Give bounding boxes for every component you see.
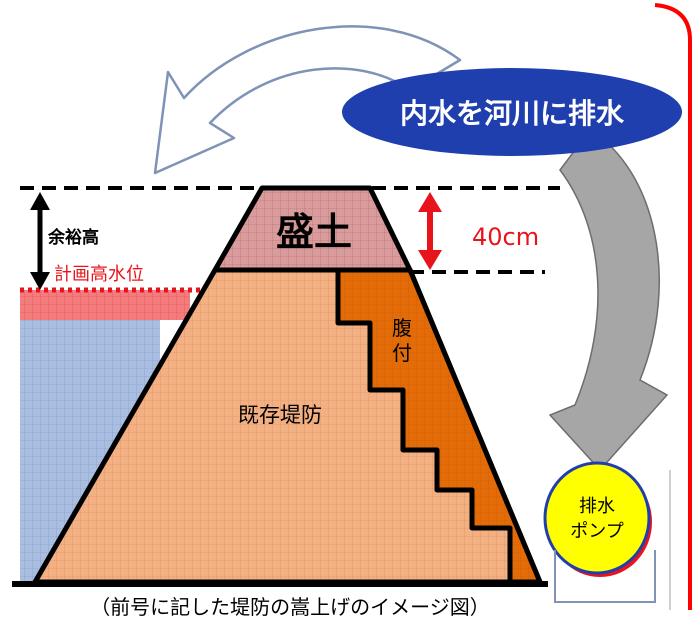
freeboard-label: 余裕高 [47,227,99,248]
freeboard-arrow-head-down [30,272,50,290]
existing-levee-label: 既存堤防 [238,403,322,427]
fill-label: 盛土 [276,210,352,254]
buttress-char-1: 腹 [392,316,412,340]
pump-circle [543,461,651,575]
curved-arrow-right [548,129,669,472]
raise-arrow-head-down [418,250,442,270]
pump-label-line1: 排水 [579,496,615,517]
raise-arrow-head-up [418,192,442,212]
high-water-zone [20,290,190,320]
curved-arrow-left [153,25,462,175]
raise-height-label: 40cm [472,223,539,251]
planned-high-water-label: 計画高水位 [54,264,144,285]
freeboard-arrow-head-up [30,192,50,210]
drain-label-text: 内水を河川に排水 [400,97,625,130]
pump-label-line2: ポンプ [570,521,623,542]
pump-stand [554,550,656,603]
frame-border [654,3,692,610]
buttress-label: 腹 付 [392,316,418,365]
drain-label-ellipse [342,68,682,156]
buttress [335,267,543,585]
buttress-char-2: 付 [392,341,412,365]
caption: （前号に記した堤防の嵩上げのイメージ図） [90,595,490,619]
